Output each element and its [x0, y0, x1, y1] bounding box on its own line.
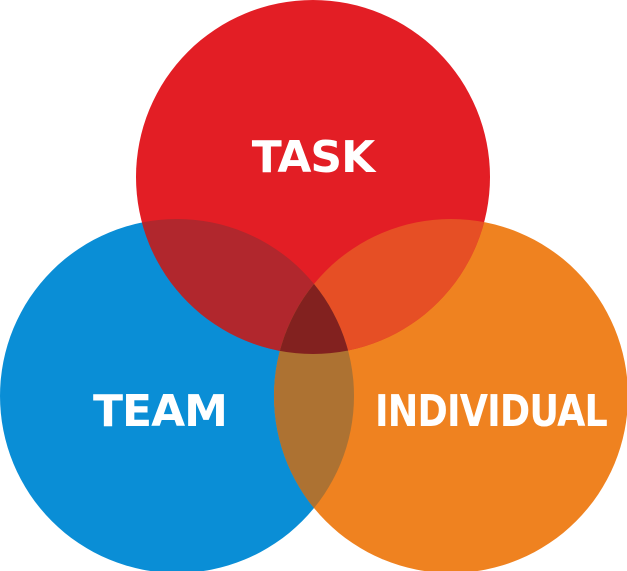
team-label: TEAM: [93, 386, 227, 437]
task-team-overlap: [136, 219, 354, 354]
task-individual-overlap: [274, 219, 490, 354]
individual-label: INDIVIDUAL: [375, 386, 607, 437]
task-label: TASK: [252, 132, 377, 183]
